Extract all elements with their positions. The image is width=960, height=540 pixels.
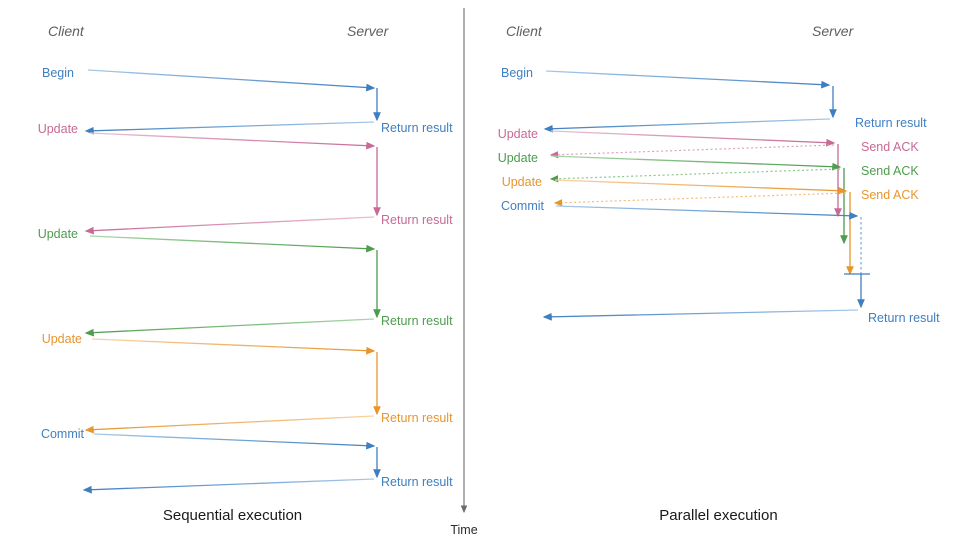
server-label-return-5-sequential: Return result [381, 475, 453, 489]
p-response-arrow-begin [543, 118, 831, 133]
server-label-return-4-sequential: Return result [381, 411, 453, 425]
p-request-arrow-update-2 [550, 155, 842, 171]
caption-parallel: Parallel execution [659, 507, 778, 524]
server-label-return-1-parallel: Return result [855, 116, 927, 130]
p-request-arrow-update-1 [550, 130, 836, 147]
time-axis-label: Time [450, 523, 478, 537]
lane-header-server-parallel: Server [812, 23, 854, 39]
response-arrow-begin [84, 121, 375, 135]
server-label-return-1-sequential: Return result [381, 121, 453, 135]
response-arrow-update-3 [84, 415, 375, 434]
exchange-begin [84, 69, 381, 135]
panel-sequential [82, 69, 381, 494]
response-arrow-commit [82, 478, 375, 494]
client-label-update-3-sequential: Update [41, 332, 82, 346]
lane-header-server-sequential: Server [347, 23, 389, 39]
exchange-update-2 [84, 235, 381, 337]
server-label-ack-1-parallel: Send ACK [861, 140, 919, 154]
client-label-commit-sequential: Commit [40, 427, 84, 441]
client-label-commit-parallel: Commit [500, 199, 544, 213]
p-request-arrow-begin [545, 70, 831, 89]
lane-header-client-sequential: Client [48, 23, 84, 39]
caption-sequential: Sequential execution [162, 507, 303, 524]
server-label-return-2-sequential: Return result [381, 213, 453, 227]
request-arrow-commit [93, 433, 376, 450]
p-exchange-commit [542, 205, 870, 321]
lane-header-client-parallel: Client [506, 23, 542, 39]
p-exchange-update-3 [553, 179, 854, 276]
exchange-update-1 [84, 132, 381, 235]
p-exchange-update-2 [549, 155, 848, 245]
client-label-begin-parallel: Begin [501, 66, 533, 80]
server-label-return-2-parallel: Return result [868, 311, 940, 325]
p-request-arrow-update-3 [554, 179, 848, 195]
client-label-update-1-parallel: Update [497, 127, 538, 141]
client-label-begin-sequential: Begin [42, 66, 74, 80]
request-arrow-update-1 [89, 132, 376, 150]
p-exchange-begin [543, 70, 837, 133]
p-ack-arrow-update-1 [549, 144, 835, 159]
server-label-return-3-sequential: Return result [381, 314, 453, 328]
p-exchange-update-1 [549, 130, 842, 218]
client-label-update-2-sequential: Update [37, 227, 78, 241]
client-label-update-3-parallel: Update [501, 175, 542, 189]
response-arrow-update-2 [84, 318, 375, 337]
p-ack-arrow-update-2 [549, 168, 841, 183]
p-request-arrow-commit [555, 205, 859, 220]
p-ack-arrow-update-3 [553, 192, 847, 207]
p-response-arrow-commit [542, 309, 859, 321]
exchange-update-3 [84, 338, 381, 434]
server-label-ack-3-parallel: Send ACK [861, 188, 919, 202]
exchange-commit [82, 433, 381, 494]
request-arrow-begin [87, 69, 376, 92]
client-label-update-2-parallel: Update [497, 151, 538, 165]
server-label-ack-2-parallel: Send ACK [861, 164, 919, 178]
request-arrow-update-2 [89, 235, 376, 253]
request-arrow-update-3 [91, 338, 376, 355]
response-arrow-update-1 [84, 216, 375, 235]
client-label-update-1-sequential: Update [37, 122, 78, 136]
panel-parallel [542, 70, 870, 321]
